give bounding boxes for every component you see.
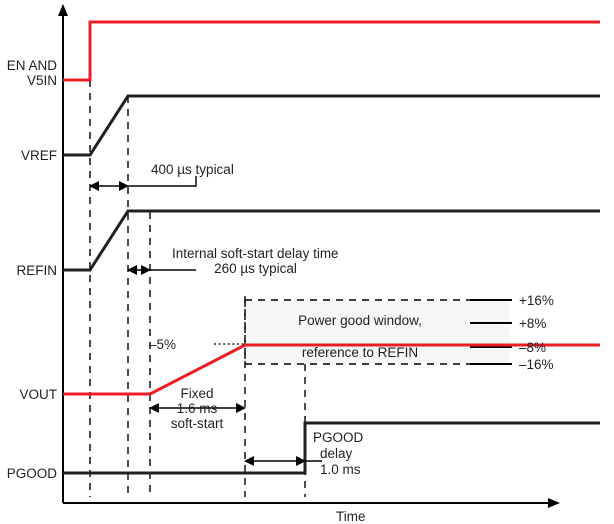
annotation-minus-five-percent: –5%: [148, 337, 176, 352]
annotation-pgood-delay-line3: 1.0 ms: [320, 462, 361, 477]
threshold-label-minus8: –8%: [519, 340, 547, 355]
vref-delay-arrowhead-right: [119, 181, 129, 191]
signal-waveform-vout: [63, 343, 600, 396]
threshold-label-plus16: +16%: [519, 293, 554, 308]
signal-label-vref: VREF: [20, 148, 57, 163]
annotation-pgood-delay-line2: delay: [320, 446, 353, 461]
annotation-soft-start-delay-line2: 260 µs typical: [214, 261, 297, 276]
signal-waveform-refin: [63, 209, 600, 272]
signal-waveform-en-v5in: [63, 20, 600, 82]
power-good-window-fill: [245, 300, 510, 364]
pgood-delay-arrowhead-left: [244, 456, 254, 466]
threshold-label-minus16: –16%: [519, 357, 554, 372]
annotation-vref-delay: 400 µs typical: [151, 162, 234, 177]
signal-label-en-v5in-line1: EN AND: [6, 58, 57, 73]
annotation-pg-window-line1: Power good window,: [298, 313, 422, 328]
signal-waveform-pgood: [63, 421, 600, 475]
x-axis-arrowhead: [548, 498, 560, 508]
y-axis-arrowhead: [58, 4, 68, 16]
fixed-soft-start-arrowhead-left: [149, 403, 159, 413]
threshold-label-plus8: +8%: [519, 316, 547, 331]
signal-label-vout: VOUT: [19, 387, 57, 402]
signal-waveform-vref: [63, 94, 600, 157]
vref-delay-arrowhead-left: [89, 181, 99, 191]
signal-label-refin: REFIN: [16, 263, 58, 278]
soft-start-delay-arrowhead-left: [127, 265, 137, 275]
x-axis-label: Time: [336, 509, 366, 524]
soft-start-delay-arrowhead-right: [141, 265, 151, 275]
annotation-fixed-soft-start-line1: Fixed: [180, 386, 214, 401]
annotation-pg-window-line2: reference to REFIN: [301, 345, 419, 360]
annotation-fixed-soft-start-line3: soft-start: [170, 416, 224, 431]
annotation-soft-start-delay-line1: Internal soft-start delay time: [172, 246, 339, 261]
signal-label-pgood: PGOOD: [6, 466, 57, 481]
vref-delay-leader: [128, 176, 197, 187]
signal-label-en-v5in-line2: V5IN: [26, 73, 57, 88]
annotation-fixed-soft-start-line2: 1.6 ms: [176, 401, 218, 416]
fixed-soft-start-arrowhead-right: [236, 403, 246, 413]
pgood-delay-arrowhead-right: [296, 456, 306, 466]
annotation-pgood-delay-line1: PGOOD: [313, 430, 364, 445]
